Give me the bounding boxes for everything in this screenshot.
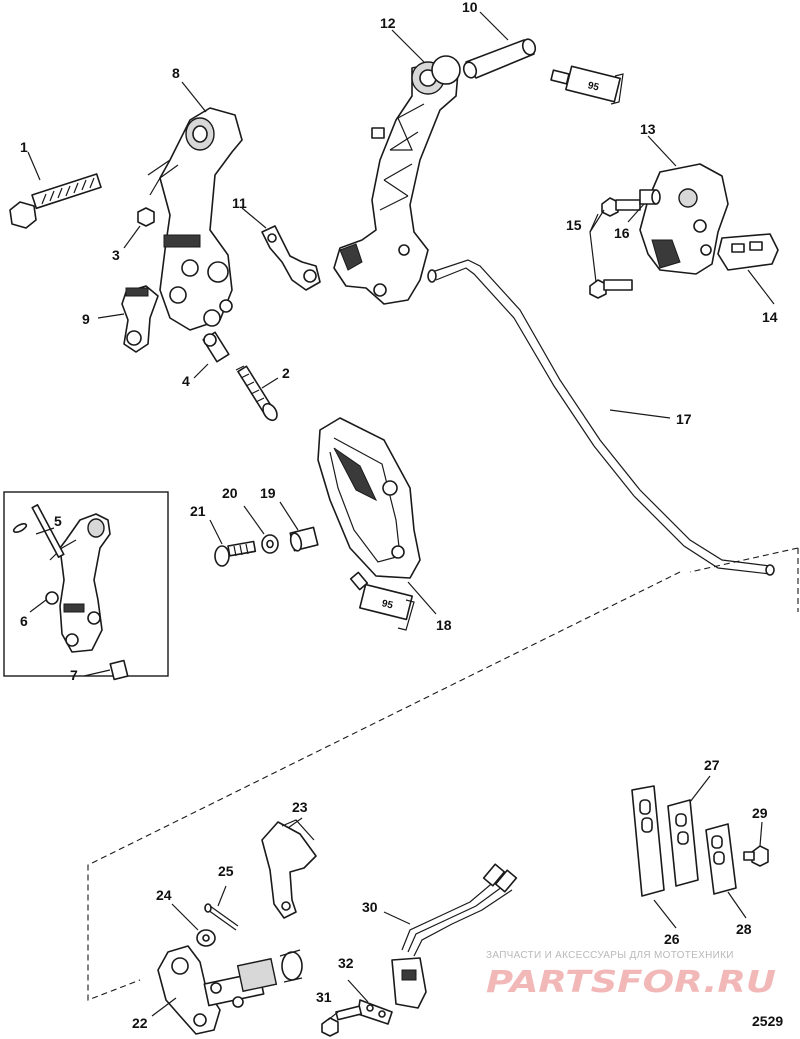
dashed-reference-lines bbox=[87, 547, 799, 1001]
callout-20: 20 bbox=[222, 485, 238, 501]
part-18-cover bbox=[317, 417, 421, 579]
part-14-clip bbox=[717, 233, 779, 271]
part-6-nut bbox=[45, 591, 59, 605]
callout-6: 6 bbox=[20, 613, 28, 629]
callout-10: 10 bbox=[462, 0, 478, 15]
watermark-logo: PARTSFOR.RU bbox=[486, 965, 776, 1000]
callout-1: 1 bbox=[20, 139, 28, 155]
callout-15: 15 bbox=[566, 217, 582, 233]
callout-18: 18 bbox=[436, 617, 452, 633]
part-31-screw bbox=[321, 1005, 363, 1037]
part-3-nut bbox=[137, 207, 155, 227]
part-20-washer bbox=[261, 534, 279, 554]
part-32-plate bbox=[357, 999, 393, 1025]
part-19-bushing bbox=[289, 526, 319, 552]
callout-25: 25 bbox=[218, 863, 234, 879]
callout-32: 32 bbox=[338, 955, 354, 971]
watermark-tagline: ЗАПЧАСТИ И АКСЕССУАРЫ ДЛЯ МОТОТЕХНИКИ bbox=[486, 950, 734, 961]
callout-27: 27 bbox=[704, 757, 720, 773]
part-15-screws bbox=[589, 197, 641, 299]
callout-29: 29 bbox=[752, 805, 768, 821]
callout-2: 2 bbox=[282, 365, 290, 381]
watermark: ЗАПЧАСТИ И АКСЕССУАРЫ ДЛЯ МОТОТЕХНИКИ PA… bbox=[486, 950, 776, 1000]
figure-number: 2529 bbox=[752, 1013, 783, 1029]
lubricant-grade-label-mid: 95 bbox=[381, 598, 395, 611]
callout-3: 3 bbox=[112, 247, 120, 263]
part-21-screw bbox=[214, 540, 257, 567]
part-2-screw bbox=[235, 365, 278, 422]
part-9-lever bbox=[121, 285, 159, 353]
part-4-spacer bbox=[202, 331, 230, 363]
part-16-bushing bbox=[639, 189, 661, 205]
part-30-harness bbox=[391, 863, 518, 1009]
callout-8: 8 bbox=[172, 65, 180, 81]
inset-box bbox=[3, 491, 169, 681]
part-25-cotter-pin bbox=[204, 903, 239, 931]
part-10-pin bbox=[462, 38, 537, 79]
part-8-arm-assembly bbox=[147, 107, 243, 331]
callout-labels: 1 2 3 4 5 6 7 8 9 10 11 12 13 14 15 16 1… bbox=[20, 0, 778, 1031]
lubricant-tube-top: 95 bbox=[550, 65, 624, 105]
callout-19: 19 bbox=[260, 485, 276, 501]
part-1-bolt bbox=[9, 173, 102, 229]
part-27-plate bbox=[667, 799, 699, 887]
callout-23: 23 bbox=[292, 799, 308, 815]
part-28-plate bbox=[705, 823, 737, 895]
part-11-link bbox=[261, 225, 321, 291]
part-26-plate bbox=[631, 785, 665, 897]
callout-24: 24 bbox=[156, 887, 172, 903]
part-23-bracket bbox=[261, 819, 317, 919]
callout-14: 14 bbox=[762, 309, 778, 325]
callout-28: 28 bbox=[736, 921, 752, 937]
callout-11: 11 bbox=[232, 195, 247, 211]
part-24-washer bbox=[196, 929, 216, 947]
part-17-rod bbox=[427, 259, 775, 576]
callout-30: 30 bbox=[362, 899, 378, 915]
part-22-sensor bbox=[157, 945, 303, 1035]
inset-arm bbox=[49, 513, 111, 653]
lubricant-grade-label-top: 95 bbox=[587, 80, 601, 93]
callout-13: 13 bbox=[640, 121, 656, 137]
callout-22: 22 bbox=[132, 1015, 148, 1031]
part-13-bracket bbox=[639, 163, 729, 275]
callout-16: 16 bbox=[614, 225, 630, 241]
callout-31: 31 bbox=[316, 989, 332, 1005]
callout-12: 12 bbox=[380, 15, 396, 31]
callout-5: 5 bbox=[54, 513, 62, 529]
part-7-spacer bbox=[109, 659, 129, 681]
part-12-bracket bbox=[333, 55, 461, 305]
leader-lines bbox=[27, 11, 775, 1021]
callout-7: 7 bbox=[70, 667, 78, 683]
lubricant-tube-mid: 95 bbox=[349, 571, 415, 631]
callout-21: 21 bbox=[190, 503, 206, 519]
callout-4: 4 bbox=[182, 373, 190, 389]
part-29-screw bbox=[743, 845, 769, 867]
callout-26: 26 bbox=[664, 931, 680, 947]
callout-9: 9 bbox=[82, 311, 90, 327]
callout-17: 17 bbox=[676, 411, 692, 427]
